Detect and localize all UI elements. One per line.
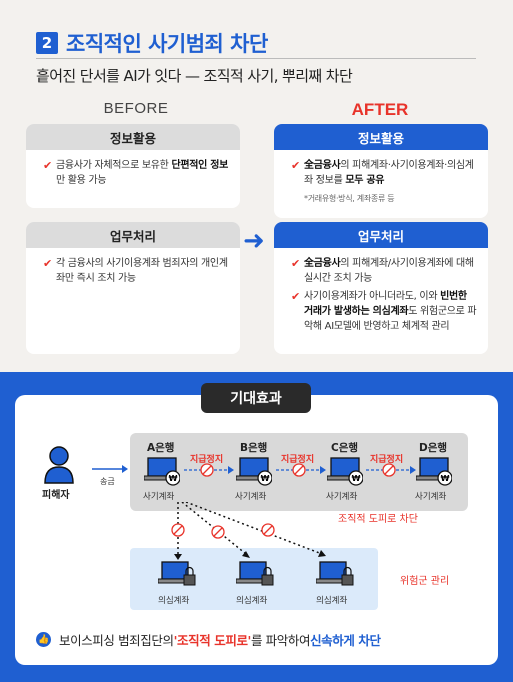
laptop-icon: ₩	[416, 457, 452, 486]
stop-label: 지급정지	[370, 455, 404, 465]
after-info-bold1: 全금융사	[304, 160, 341, 171]
section-heading: 조직적인 사기범죄 차단	[66, 32, 268, 56]
send-arrow-icon	[92, 465, 128, 473]
svg-text:₩: ₩	[261, 474, 270, 483]
summary-mid: 를 파악하여	[250, 633, 311, 648]
risk-mgmt-note: 위험군 관리	[400, 576, 450, 587]
account-label: 사기계좌	[415, 492, 447, 502]
check-icon: ✔	[291, 257, 300, 270]
section-subtitle: 흩어진 단서를 AI가 잇다 — 조직적 사기, 뿌리째 차단	[36, 67, 353, 85]
summary-line: 👍 보이스피싱 범죄집단의 '조직적 도피로' 를 파악하여 신속하게 차단	[36, 630, 381, 649]
laptop-icon: ₩	[236, 457, 272, 486]
locked-laptop-icon	[158, 561, 196, 586]
after-work-card: 업무처리 ✔ 全금융사의 피해계좌/사기이용계좌에 대해 실시간 조치 가능 ✔…	[274, 222, 488, 354]
after-info-bold2: 모두 공유	[345, 175, 385, 186]
account-label: 사기계좌	[235, 492, 267, 502]
check-icon: ✔	[291, 290, 300, 303]
after-work-text2-pre: 사기이용계좌가 아니더라도, 이와	[304, 291, 441, 302]
bank-b-name: B은행	[240, 442, 268, 454]
after-work-text1: 의 피해계좌/사기이용계좌에 대해 실시간 조치 가능	[304, 258, 474, 284]
effect-title: 기대효과	[201, 383, 311, 413]
summary-highlight-red: '조직적 도피로'	[173, 633, 252, 648]
before-work-card: 업무처리 ✔ 각 금융사의 사기이용계좌 범죄자의 개인계좌만 즉시 조치 가능	[26, 222, 240, 354]
stop-label: 지급정지	[281, 455, 315, 465]
svg-text:₩: ₩	[352, 474, 361, 483]
before-info-head: 정보활용	[26, 124, 240, 150]
person-icon	[44, 446, 74, 484]
bank-c-name: C은행	[331, 442, 359, 454]
arrow-right-icon: ➜	[243, 226, 265, 256]
laptop-icon: ₩	[327, 457, 363, 486]
stop-label: 지급정지	[190, 455, 224, 465]
after-work-bold2: 빈번한 거래가 발생하는 의심계좌	[304, 291, 467, 317]
before-label: BEFORE	[103, 100, 169, 117]
link-lines	[171, 502, 326, 560]
summary-pre: 보이스피싱 범죄집단의	[59, 633, 174, 648]
bank-d-name: D은행	[419, 442, 448, 454]
after-work-text2: 도 위험군으로 파악해 AI모델에 반영하고 체계적 관리	[304, 306, 477, 332]
svg-text:₩: ₩	[441, 474, 450, 483]
title-divider	[36, 58, 476, 59]
section-title: 2 조직적인 사기범죄 차단	[36, 28, 268, 58]
section-number: 2	[36, 32, 58, 54]
check-icon: ✔	[43, 257, 52, 270]
before-work-text: 각 금융사의 사기이용계좌 범죄자의 개인계좌만 즉시 조치 가능	[56, 258, 228, 284]
before-info-text: 금융사가 자체적으로 보유한	[56, 160, 172, 171]
before-info-card: 정보활용 ✔ 금융사가 자체적으로 보유한 단편적인 정보만 활용 가능	[26, 124, 240, 208]
thumbs-up-icon: 👍	[36, 632, 51, 647]
locked-laptop-icon	[316, 561, 354, 586]
org-cut-note: 조직적 도피로 차단	[338, 514, 418, 525]
send-label: 송금	[100, 477, 115, 486]
suspicious-label: 의심계좌	[158, 596, 190, 606]
account-label: 사기계좌	[143, 492, 175, 502]
blocked-arrow-icon	[366, 463, 416, 477]
laptop-icon: ₩	[144, 457, 180, 486]
bank-a-name: A은행	[147, 442, 175, 454]
blocked-arrow-icon	[276, 463, 326, 477]
before-info-bold: 단편적인 정보	[171, 160, 229, 171]
after-work-bold1: 全금융사	[304, 258, 341, 269]
before-info-text-end: 만 활용 가능	[56, 175, 107, 186]
after-label: AFTER	[351, 100, 409, 119]
suspicious-label: 의심계좌	[236, 596, 268, 606]
before-work-head: 업무처리	[26, 222, 240, 248]
after-info-text: 의 피해계좌·사기이용계좌·의심계좌 정보를	[304, 160, 474, 186]
after-info-head: 정보활용	[274, 124, 488, 150]
suspicious-label: 의심계좌	[316, 596, 348, 606]
svg-text:₩: ₩	[169, 474, 178, 483]
blocked-arrow-icon	[184, 463, 234, 477]
account-label: 사기계좌	[326, 492, 358, 502]
check-icon: ✔	[43, 159, 52, 172]
summary-highlight-blue: 신속하게 차단	[310, 633, 381, 648]
after-info-note: *거래유형·방식, 계좌종류 등	[304, 194, 395, 203]
after-work-head: 업무처리	[274, 222, 488, 248]
locked-laptop-icon	[236, 561, 274, 586]
after-info-card: 정보활용 ✔ 全금융사의 피해계좌·사기이용계좌·의심계좌 정보를 모두 공유 …	[274, 124, 488, 218]
victim-label: 피해자	[42, 490, 70, 501]
check-icon: ✔	[291, 159, 300, 172]
